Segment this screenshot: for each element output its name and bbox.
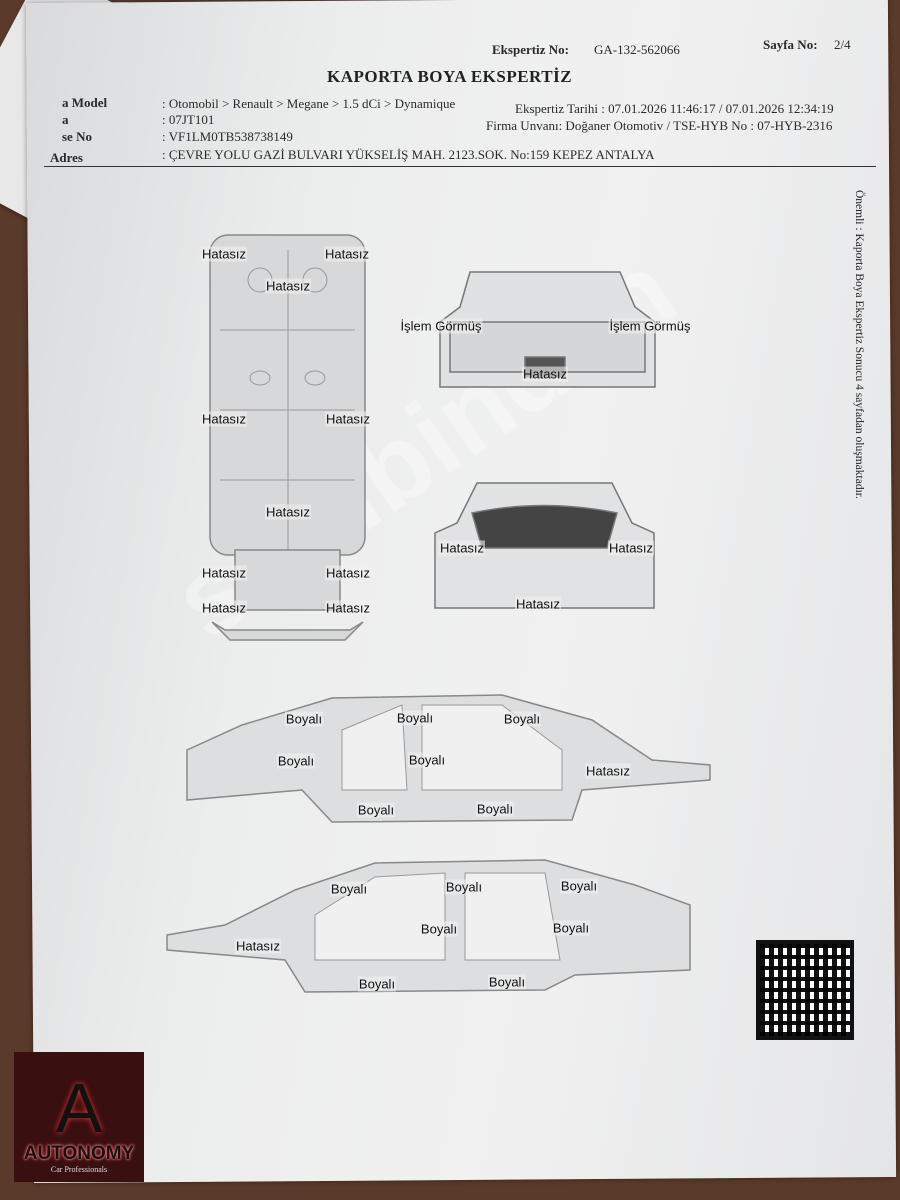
field-label: Adres	[50, 150, 83, 165]
status-label: Hatasız	[323, 246, 371, 262]
header-divider	[44, 166, 876, 167]
status-label: Boyalı	[551, 920, 591, 936]
status-label: Hatasız	[584, 763, 632, 779]
status-label: Hatasız	[514, 596, 562, 612]
status-label: İşlem Görmüş	[608, 318, 692, 334]
status-label: Hatasız	[264, 278, 312, 294]
status-label: Hatasız	[200, 600, 248, 616]
logo-tagline: Car Professionals	[50, 1165, 108, 1174]
field-label: se No	[62, 129, 92, 144]
status-label: İşlem Görmüş	[399, 318, 483, 334]
status-label: Hatasız	[200, 565, 248, 581]
car-top-view-diagram	[209, 234, 366, 641]
status-label: Boyalı	[502, 711, 542, 727]
qr-code	[756, 940, 854, 1040]
field-value: : Otomobil > Renault > Megane > 1.5 dCi …	[162, 96, 456, 111]
firma-unvani: Firma Unvanı: Doğaner Otomotiv / TSE-HYB…	[486, 118, 833, 133]
field-value: : ÇEVRE YOLU GAZİ BULVARI YÜKSELİŞ MAH. …	[162, 147, 655, 162]
car-front-view-diagram	[434, 482, 655, 609]
field-label: a Model	[62, 95, 108, 110]
car-left-side-diagram	[186, 694, 711, 823]
status-label: Hatasız	[324, 600, 372, 616]
ekspertiz-no: GA-132-562066	[594, 42, 680, 57]
sayfa-label: Sayfa No:	[763, 37, 818, 52]
status-label: Hatasız	[200, 246, 248, 262]
status-label: Boyalı	[419, 921, 459, 937]
ekspertiz-no-label: Ekspertiz No:	[492, 42, 569, 57]
autonomy-logo: A AUTONOMY Car Professionals	[14, 1052, 144, 1182]
page-title: KAPORTA BOYA EKSPERTİZ	[327, 67, 573, 86]
field-label: a	[62, 112, 69, 127]
field-value: : 07JT101	[162, 112, 215, 127]
status-label: Boyalı	[357, 976, 397, 992]
status-label: Hatasız	[234, 938, 282, 954]
status-label: Boyalı	[395, 710, 435, 726]
status-label: Boyalı	[475, 801, 515, 817]
status-label: Hatasız	[607, 540, 655, 556]
status-label: Boyalı	[356, 802, 396, 818]
status-label: Hatasız	[264, 504, 312, 520]
status-label: Boyalı	[284, 711, 324, 727]
status-label: Boyalı	[407, 752, 447, 768]
status-label: Hatasız	[438, 540, 486, 556]
status-label: Boyalı	[444, 879, 484, 895]
status-label: Hatasız	[521, 366, 569, 382]
sayfa-no: 2/4	[834, 37, 851, 52]
logo-mark-icon: A	[55, 1069, 103, 1147]
status-label: Boyalı	[276, 753, 316, 769]
status-label: Boyalı	[559, 878, 599, 894]
status-label: Hatasız	[200, 411, 248, 427]
status-label: Hatasız	[324, 565, 372, 581]
field-value: : VF1LM0TB538738149	[162, 129, 293, 144]
ekspertiz-tarihi: Ekspertiz Tarihi : 07.01.2026 11:46:17 /…	[515, 101, 834, 116]
logo-name: AUTONOMY	[23, 1143, 135, 1164]
status-label: Hatasız	[324, 411, 372, 427]
status-label: Boyalı	[487, 974, 527, 990]
status-label: Boyalı	[329, 881, 369, 897]
important-note: Önemli : Kaporta Boya Ekspertiz Sonucu 4…	[853, 190, 865, 499]
